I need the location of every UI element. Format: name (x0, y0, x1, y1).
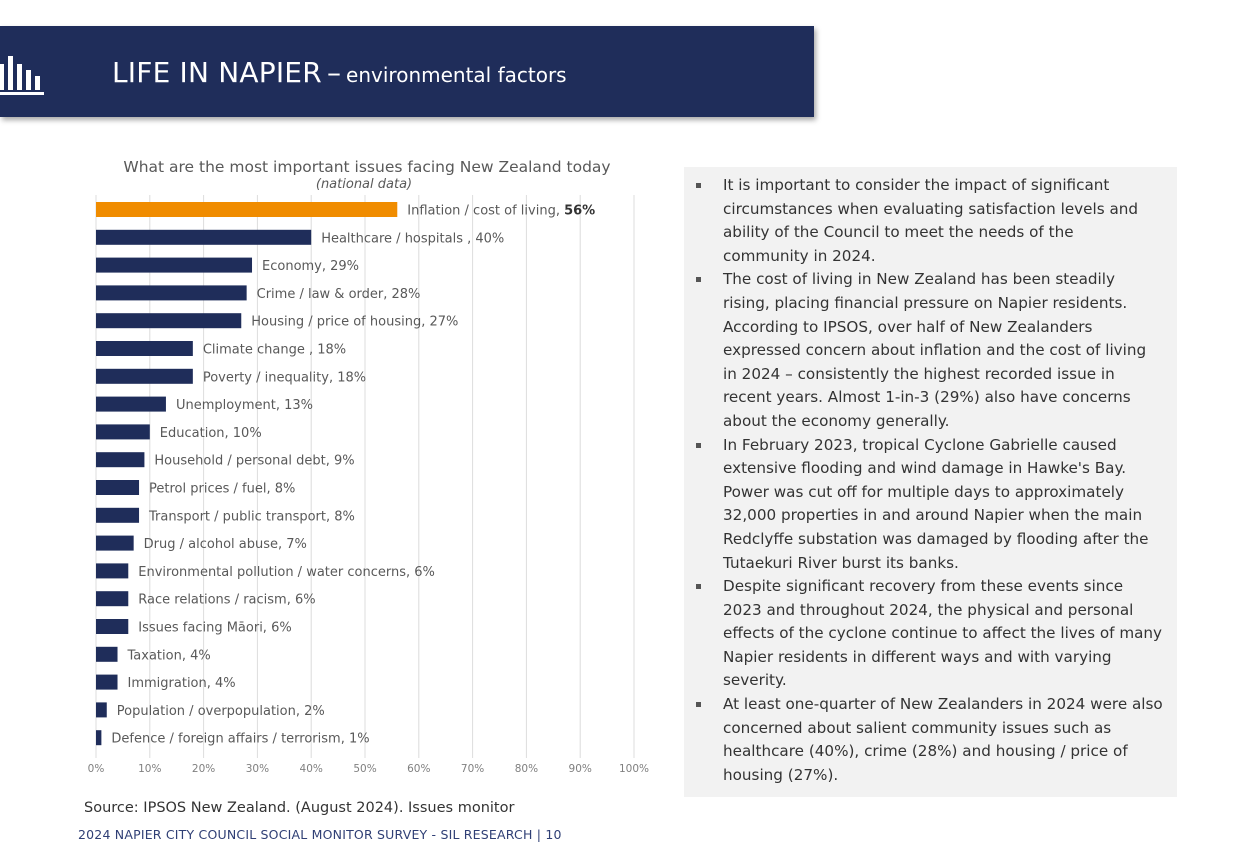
commentary-text: The cost of living in New Zealand has be… (723, 270, 1147, 430)
bar (96, 674, 118, 690)
bullet-icon (696, 702, 701, 708)
data-label: Economy, 29% (262, 259, 359, 274)
data-label: Race relations / racism, 6% (138, 593, 315, 608)
x-tick-label: 80% (515, 763, 538, 775)
x-tick-label: 50% (353, 763, 376, 775)
commentary-item: The cost of living in New Zealand has be… (696, 268, 1163, 433)
x-tick-label: 40% (300, 763, 323, 775)
data-label: Healthcare / hospitals , 40% (321, 231, 504, 246)
commentary-list: It is important to consider the impact o… (696, 174, 1163, 787)
bar (96, 591, 129, 607)
bar (96, 341, 193, 356)
data-label: Environmental pollution / water concerns… (138, 565, 435, 580)
data-label: Petrol prices / fuel, 8% (149, 482, 295, 497)
chart-gridlines (95, 195, 635, 758)
bar (96, 368, 193, 384)
commentary-text: In February 2023, tropical Cyclone Gabri… (723, 435, 1149, 572)
bar (96, 396, 166, 412)
commentary-item: It is important to consider the impact o… (696, 174, 1163, 268)
bar (96, 730, 102, 746)
data-label: Inflation / cost of living, 56% (407, 204, 595, 219)
data-label: Transport / public transport, 8% (148, 509, 355, 524)
chart-title: What are the most important issues facin… (123, 158, 610, 176)
data-label: Taxation, 4% (127, 648, 211, 663)
bar (96, 619, 129, 634)
data-label: Unemployment, 13% (176, 398, 313, 413)
bar (96, 229, 312, 245)
data-label: Drug / alcohol abuse, 7% (144, 537, 307, 552)
issues-bar-chart: What are the most important issues facin… (88, 158, 649, 775)
x-tick-label: 70% (461, 763, 484, 775)
data-label: Housing / price of housing, 27% (251, 315, 458, 330)
chart-data-labels: Inflation / cost of living, 56% Healthcar… (111, 204, 595, 747)
bar (96, 285, 247, 301)
x-tick-label: 60% (407, 763, 430, 775)
chart-x-tick-labels: 0% 10% 20% 30% 40% 50% 60% 70% 80% 90% 100% (88, 763, 649, 775)
source-note: Source: IPSOS New Zealand. (August 2024)… (84, 800, 515, 816)
page-title: LIFE IN NAPIER – environmental factors (112, 56, 567, 89)
data-label: Crime / law & order, 28% (257, 287, 421, 302)
bar (96, 507, 140, 523)
data-label: Population / overpopulation, 2% (117, 704, 325, 719)
bullet-icon (696, 584, 701, 590)
commentary-text: At least one-quarter of New Zealanders i… (723, 695, 1163, 784)
page-title-dash: – (326, 56, 341, 89)
bar (96, 313, 242, 329)
bullet-icon (696, 277, 701, 283)
bullet-icon (696, 442, 701, 448)
bar (96, 452, 145, 468)
x-tick-label: 90% (569, 763, 592, 775)
bullet-icon (696, 183, 701, 188)
bar (96, 202, 398, 217)
page-title-sub: environmental factors (346, 63, 567, 87)
bar (96, 535, 134, 551)
data-label: Climate change , 18% (203, 343, 346, 358)
bar (96, 563, 129, 579)
chart-bars (96, 202, 398, 746)
bar (96, 480, 140, 495)
bar (96, 646, 118, 662)
data-label: Household / personal debt, 9% (154, 454, 354, 469)
bar-chart-logo-icon (0, 56, 44, 95)
x-tick-label: 30% (246, 763, 269, 775)
commentary-text: It is important to consider the impact o… (723, 176, 1139, 265)
x-tick-label: 0% (88, 763, 105, 775)
commentary-text: Despite significant recovery from these … (723, 577, 1163, 690)
commentary-panel: It is important to consider the impact o… (684, 167, 1177, 797)
chart-subtitle: (national data) (316, 177, 412, 192)
data-label: Poverty / inequality, 18% (203, 370, 366, 385)
commentary-item: At least one-quarter of New Zealanders i… (696, 693, 1163, 787)
bar (96, 702, 107, 718)
page-header: LIFE IN NAPIER – environmental factors (0, 26, 814, 117)
bar (96, 424, 150, 440)
page-title-main: LIFE IN NAPIER (112, 56, 322, 89)
bar (96, 257, 253, 273)
commentary-item: In February 2023, tropical Cyclone Gabri… (696, 434, 1163, 576)
x-tick-label: 100% (619, 763, 649, 775)
data-label: Defence / foreign affairs / terrorism, 1… (111, 732, 369, 747)
commentary-item: Despite significant recovery from these … (696, 575, 1163, 693)
data-label: Education, 10% (160, 426, 262, 441)
data-label: Issues facing Māori, 6% (138, 621, 291, 636)
x-tick-label: 20% (192, 763, 215, 775)
data-label: Immigration, 4% (128, 676, 236, 691)
page-footer: 2024 NAPIER CITY COUNCIL SOCIAL MONITOR … (78, 827, 562, 842)
x-tick-label: 10% (138, 763, 161, 775)
